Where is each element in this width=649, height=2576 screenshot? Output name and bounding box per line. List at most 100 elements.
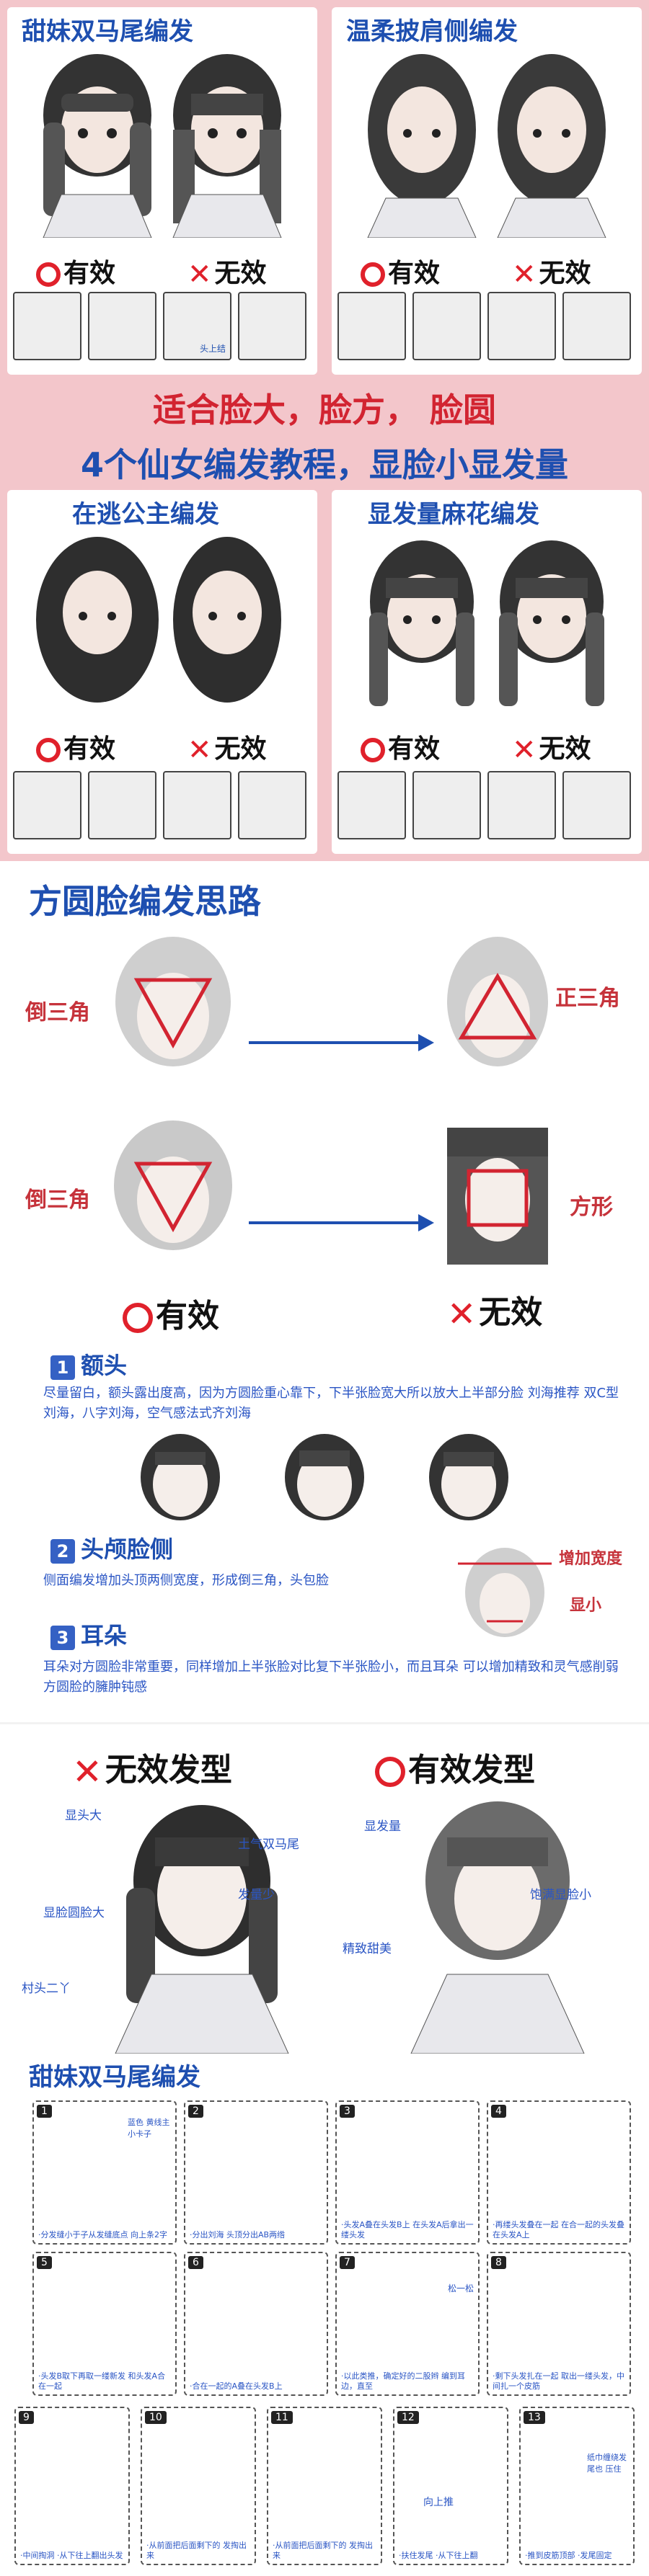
cross-icon: ✕ <box>187 258 212 291</box>
circle-icon <box>36 262 61 287</box>
bad-style-illustration <box>115 1805 289 2054</box>
banner: 适合脸大，脸方， 脸圆 4个仙女编发教程，显脸小显发量 <box>0 378 649 484</box>
step-thumbnail <box>163 771 231 839</box>
circle-icon <box>361 262 385 287</box>
step-thumbnail <box>487 771 556 839</box>
ineffective-mark: ✕无效 <box>187 258 267 291</box>
section-ear-text: 耳朵对方圆脸非常重要，同样增加上半张脸对比复下半张脸小，而且耳朵 可以增加精致和… <box>43 1659 619 1695</box>
effective-mark: 有效 <box>361 252 440 290</box>
tutorial-step: 9·中间掏洞 ·从下往上翻出头发 <box>14 2407 130 2565</box>
step-thumbnail <box>238 771 306 839</box>
cross-icon: ✕ <box>447 1294 477 1334</box>
step-thumbnail <box>238 292 306 360</box>
cross-icon: ✕ <box>187 734 212 767</box>
tutorial-step: 11·从前面把后面剩下的 发掏出来 <box>267 2407 382 2565</box>
tag-smaller-face: 饱满显脸小 <box>530 1888 591 1902</box>
step-thumbnail: 头上结 <box>163 292 231 360</box>
section-side-text: 侧面编发增加头顶两侧宽度，形成倒三角，头包脸 <box>43 1573 329 1588</box>
step-thumbnail <box>562 292 631 360</box>
step-thumbnail <box>337 771 406 839</box>
side-width-diagram <box>458 1548 552 1637</box>
tutorial-step: 8·剩下头发扎在一起 取出一缕头发，中间扎一个皮筋 <box>487 2252 631 2396</box>
effective-mark: 有效 <box>361 728 440 765</box>
girl-illustration-pair <box>367 54 606 238</box>
label-upright-triangle: 正三角 <box>555 986 620 1011</box>
effective-mark: 有效 <box>36 252 115 290</box>
bangs-examples <box>141 1434 508 1520</box>
step-thumbnail <box>88 771 156 839</box>
tutorial-step: 2·分出刘海 头顶分出AB两绺 <box>184 2100 328 2245</box>
ineffective-mark: ✕无效 <box>512 734 591 767</box>
note-look-smaller: 显小 <box>570 1597 602 1615</box>
circle-icon <box>375 1757 405 1787</box>
good-style-title: 有效发型 <box>375 1744 535 1790</box>
tag-sweet: 精致甜美 <box>343 1942 392 1956</box>
note-add-width: 增加宽度 <box>559 1550 623 1568</box>
tag-country-girl: 村头二丫 <box>22 1982 71 1996</box>
arrow-head-icon <box>418 1034 434 1051</box>
arrow-line <box>249 1041 422 1044</box>
label-inverted-triangle: 倒三角 <box>25 1187 90 1213</box>
girl-illustration-pair <box>369 540 604 706</box>
tag-round-face: 显脸圆脸大 <box>43 1906 105 1920</box>
ineffective-mark: ✕无效 <box>512 258 591 291</box>
approach-title: 方圆脸编发思路 <box>29 882 261 921</box>
panel-title: 显发量麻花编发 <box>368 500 539 529</box>
panel-title: 温柔披肩侧编发 <box>346 17 518 46</box>
circle-icon <box>36 738 61 762</box>
tag-big-head: 显头大 <box>65 1809 102 1823</box>
arrow-line <box>249 1221 422 1224</box>
cross-icon: ✕ <box>72 1751 102 1793</box>
arrow-head-icon <box>418 1214 434 1231</box>
girl-illustration-pair <box>36 537 281 703</box>
tag-more-volume: 显发量 <box>364 1819 401 1834</box>
label-inverted-triangle: 倒三角 <box>25 1000 90 1025</box>
divider <box>0 1722 649 1724</box>
step-thumbnail <box>88 292 156 360</box>
bad-style-title: ✕无效发型 <box>72 1751 232 1793</box>
effective-mark: 有效 <box>36 728 115 765</box>
tutorial-step: 6·合在一起的A叠在头发B上 <box>184 2252 328 2396</box>
girl-illustration-pair <box>43 54 282 238</box>
good-style-illustration <box>410 1801 585 2054</box>
step-thumbnail <box>412 292 481 360</box>
panel-volume-braid: 显发量麻花编发 有效 ✕无效 <box>332 490 642 854</box>
tag-thin-hair: 发量少 <box>238 1888 275 1902</box>
circle-icon <box>361 738 385 762</box>
step-thumbnail <box>562 771 631 839</box>
panel-twin-tails: 甜妹双马尾编发 有效 ✕无效 头上结 <box>7 7 317 375</box>
banner-line-1: 适合脸大，脸方， 脸圆 <box>152 391 496 429</box>
face-diagram-after <box>447 937 548 1066</box>
face-diagram-before <box>114 1120 232 1250</box>
tutorial-title: 甜妹双马尾编发 <box>29 2063 200 2092</box>
tutorial-step: 4·再缕头发叠在一起 在合一起的头发叠在头发A上 <box>487 2100 631 2245</box>
tutorial-step: 5·头发B取下再取一缕新发 和头发A合在一起 <box>32 2252 177 2396</box>
panel-princess-braid: 在逃公主编发 有效 ✕无效 <box>7 490 317 854</box>
face-diagram-before <box>115 937 231 1066</box>
panel-title: 在逃公主编发 <box>72 500 219 529</box>
step-thumbnail <box>412 771 481 839</box>
panel-side-braid: 温柔披肩侧编发 有效 ✕无效 <box>332 7 642 375</box>
ineffective-mark: ✕无效 <box>447 1294 543 1334</box>
cross-icon: ✕ <box>512 258 537 291</box>
cross-icon: ✕ <box>512 734 537 767</box>
circle-icon <box>123 1303 153 1333</box>
panel-title: 甜妹双马尾编发 <box>22 17 193 46</box>
effective-mark: 有效 <box>123 1290 219 1336</box>
step-thumbnail <box>13 292 81 360</box>
step-thumbnail <box>337 292 406 360</box>
face-diagram-after <box>447 1128 548 1265</box>
section-forehead-text: 尽量留白，额头露出度高，因为方圆脸重心靠下，下半张脸宽大所以放大上半部分脸 刘海… <box>43 1386 619 1421</box>
tutorial-step: 3·头发A叠在头发B上 在头发A后拿出一缕头发 <box>335 2100 480 2245</box>
step-thumbnail <box>487 292 556 360</box>
ineffective-mark: ✕无效 <box>187 734 267 767</box>
tag-tacky-pigtails: 土气双马尾 <box>238 1837 299 1852</box>
